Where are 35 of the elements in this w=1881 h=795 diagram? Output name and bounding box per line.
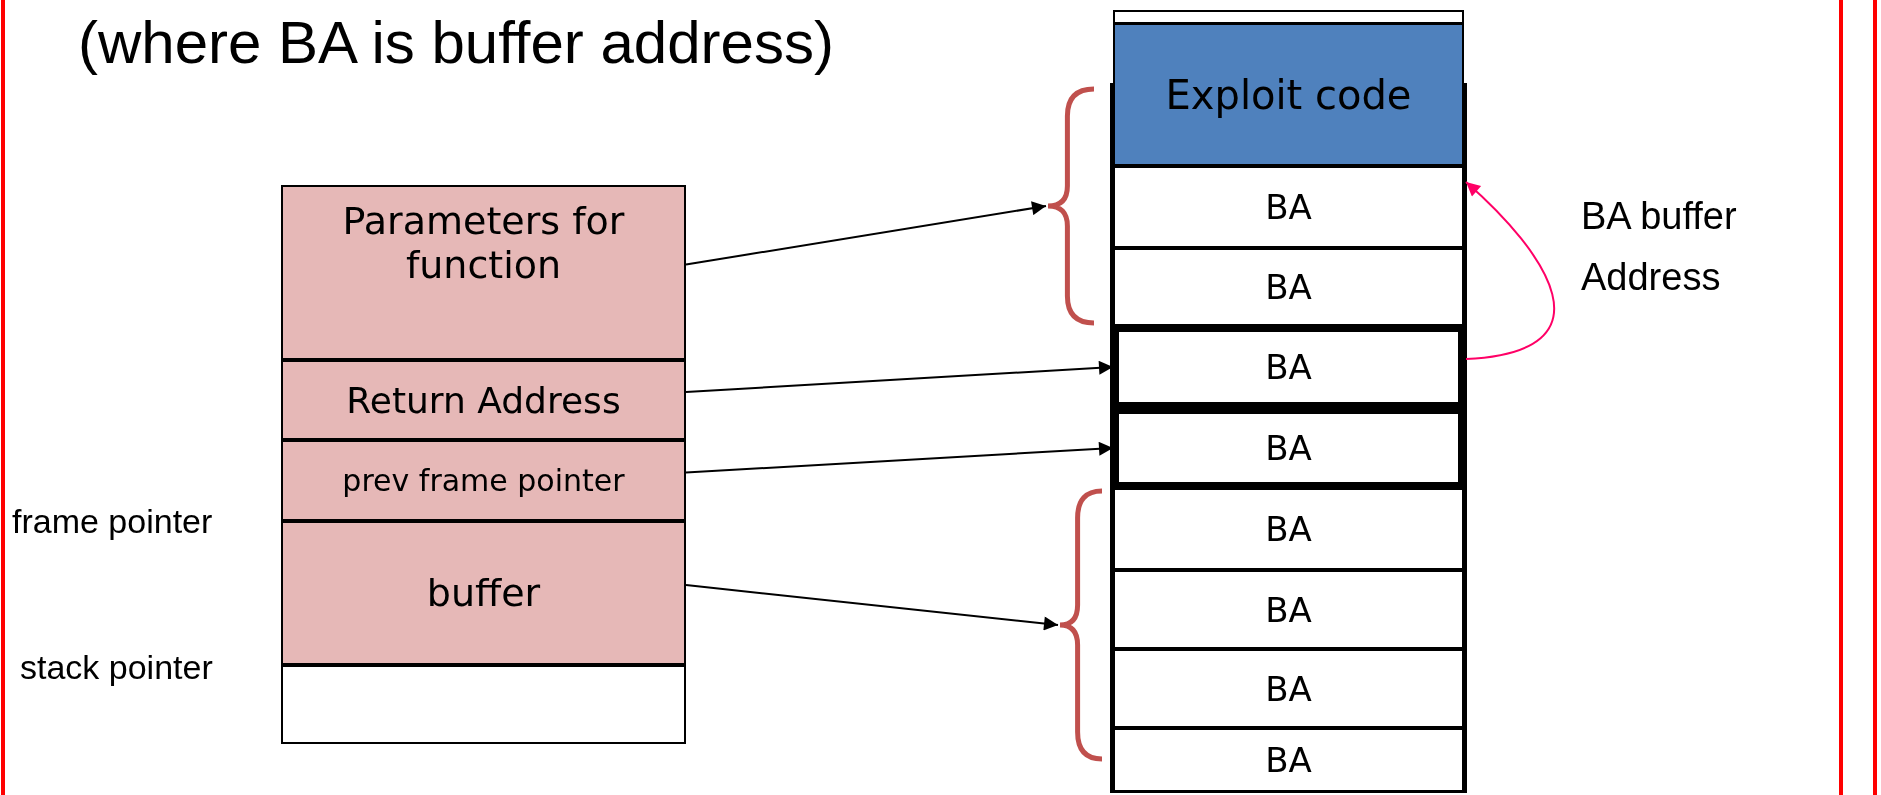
stack-frame-box (281, 521, 686, 665)
box-text: BA (1265, 668, 1312, 709)
stack-frame-box (281, 185, 686, 360)
box-text: BA (1265, 589, 1312, 630)
stack-slot-box (1113, 570, 1464, 649)
title: (where BA is buffer address) (78, 8, 834, 77)
arrow (685, 584, 1059, 631)
exploit-code-box (1113, 23, 1464, 166)
stack-frame-box (281, 665, 686, 744)
stack-slot-box (1113, 488, 1464, 570)
arrow (1465, 181, 1556, 360)
box-text: BA (1265, 267, 1312, 307)
stack-slot-box (1113, 408, 1464, 488)
box-text: buffer (426, 571, 541, 615)
stack-slot-box (1113, 649, 1464, 728)
stack-slot-box (1113, 166, 1464, 248)
box-text: BA (1265, 428, 1312, 468)
stack-slot-box (1113, 10, 1464, 24)
arrow (685, 201, 1047, 266)
note: BA buffer Address (1581, 194, 1738, 300)
box-text: Exploit code (1165, 71, 1412, 118)
box-text: BA (1265, 347, 1312, 387)
stack-slot-box (1113, 326, 1464, 408)
stack-slot-box (1113, 248, 1464, 326)
box-text: BA (1265, 509, 1312, 549)
stack-frame-box (281, 440, 686, 521)
stack-pointer-label: stack pointer (20, 648, 213, 687)
box-text: Parameters for function (341, 199, 626, 287)
stack-frame-box (281, 360, 686, 440)
box-text: Return Address (346, 379, 621, 421)
frame-pointer-label: frame pointer (12, 502, 213, 541)
box-text: BA (1265, 740, 1312, 780)
stack-slot-box (1113, 728, 1464, 792)
box-text: BA (1265, 187, 1312, 227)
box-text: prev frame pointer (342, 463, 625, 498)
